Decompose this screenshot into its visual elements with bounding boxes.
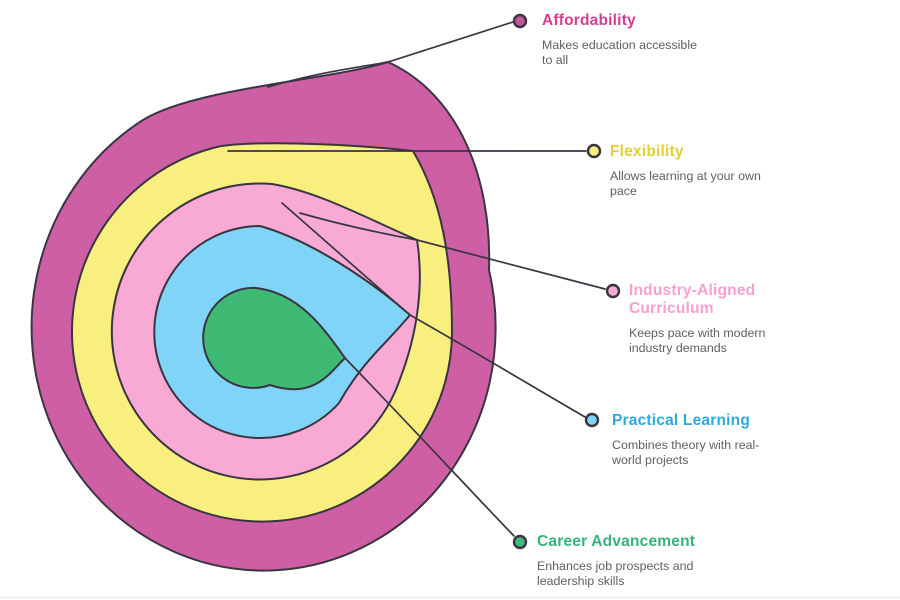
callout-career-advancement: Career Advancement Enhances job prospect…	[537, 533, 712, 588]
dot-flexibility	[586, 143, 602, 159]
callout-flexibility: Flexibility Allows learning at your own …	[610, 143, 785, 198]
callout-description: Enhances job prospects and leadership sk…	[537, 559, 694, 588]
connector-industry-aligned-curriculum	[299, 212, 606, 290]
dot-practical-learning	[584, 412, 600, 428]
core-career-advancement	[202, 286, 346, 391]
callout-description: Keeps pace with modern industry demands	[629, 326, 766, 355]
connector-career-advancement	[344, 357, 515, 537]
callout-title: Career Advancement	[537, 533, 696, 550]
callout-title: Flexibility	[610, 143, 684, 160]
callout-description: Combines theory with real- world project…	[612, 438, 760, 467]
callout-practical-learning: Practical Learning Combines theory with …	[612, 412, 787, 467]
dot-career-advancement	[512, 534, 528, 550]
connector-practical-learning	[281, 202, 586, 418]
connector-affordability	[267, 21, 514, 88]
callout-affordability: Affordability Makes education accessible…	[542, 12, 717, 67]
callout-title: Affordability	[542, 12, 636, 29]
callout-description: Allows learning at your own pace	[610, 169, 761, 198]
callout-title: Industry-Aligned Curriculum	[629, 282, 756, 317]
dot-industry-aligned-curriculum	[605, 283, 621, 299]
bottom-divider	[0, 597, 900, 598]
callout-industry-aligned-curriculum: Industry-Aligned Curriculum Keeps pace w…	[629, 282, 779, 355]
dot-affordability	[512, 13, 528, 29]
callout-description: Makes education accessible to all	[542, 38, 697, 67]
callout-title: Practical Learning	[612, 412, 750, 429]
